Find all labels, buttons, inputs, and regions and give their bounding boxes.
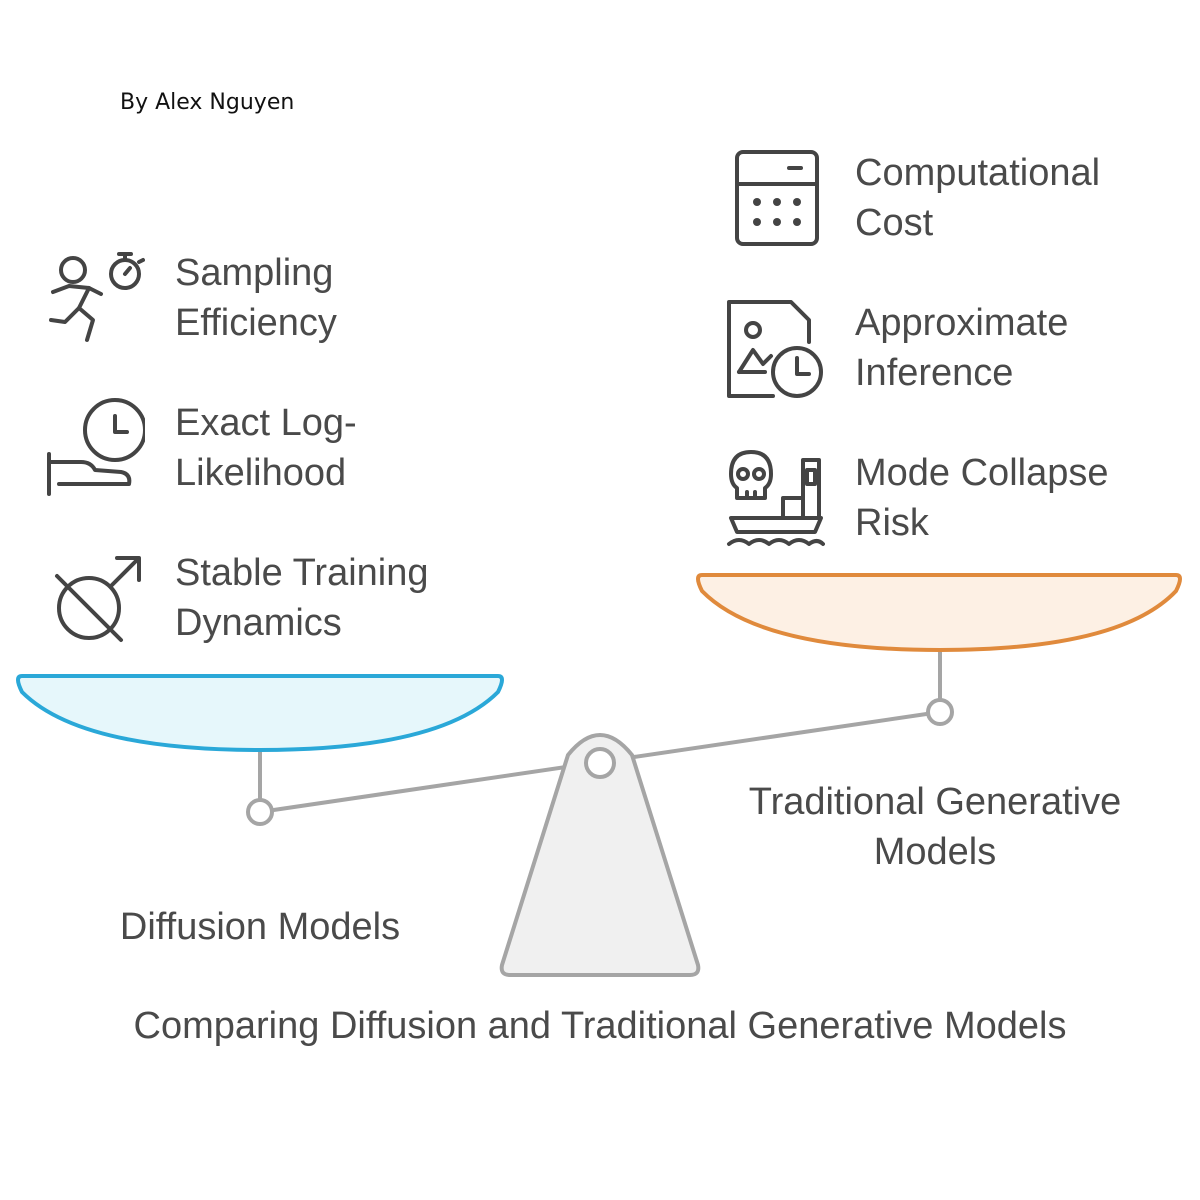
left-item-label: Exact Log-Likelihood: [175, 402, 357, 494]
left-pan: [16, 674, 504, 753]
right-item-approximate-inference: Approximate Inference: [725, 298, 1175, 398]
left-item-label: Stable Training Dynamics: [175, 552, 429, 644]
no-gender-icon: [55, 556, 141, 642]
left-item-stable-training-dynamics: Stable Training Dynamics: [45, 548, 495, 648]
right-item-label: Approximate Inference: [855, 302, 1069, 394]
skull-ship-icon: [727, 450, 825, 546]
hand-clock-icon: [47, 398, 145, 496]
left-pivot: [246, 798, 274, 826]
image-clock-icon: [727, 300, 823, 398]
right-item-computational-cost: Computational Cost: [725, 148, 1175, 248]
left-side-label: Diffusion Models: [119, 906, 401, 948]
byline: By Alex Nguyen: [120, 90, 295, 115]
right-item-mode-collapse-risk: Mode Collapse Risk: [725, 448, 1175, 548]
diagram-title: Comparing Diffusion and Traditional Gene…: [133, 1005, 1067, 1047]
right-item-label: Mode Collapse Risk: [855, 452, 1109, 544]
right-side-label: Traditional Generative Models: [748, 781, 1122, 873]
fulcrum: [499, 733, 701, 977]
runner-stopwatch-icon: [49, 252, 145, 342]
fulcrum-hole: [584, 747, 616, 779]
left-item-label: Sampling Efficiency: [175, 252, 337, 344]
right-pivot: [926, 698, 954, 726]
calculator-icon: [735, 150, 819, 246]
right-item-label: Computational Cost: [855, 152, 1101, 244]
left-item-sampling-efficiency: Sampling Efficiency: [45, 248, 495, 348]
left-item-exact-log-likelihood: Exact Log-Likelihood: [45, 398, 495, 498]
right-pan: [696, 573, 1182, 653]
